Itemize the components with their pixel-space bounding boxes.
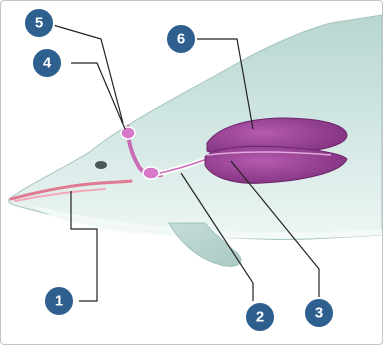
nasal-sac [121,127,135,139]
leader-line-5 [53,25,123,123]
callout-4: 4 [32,48,62,78]
callout-1-label: 1 [55,293,63,310]
callout-5: 5 [24,8,54,38]
callout-1: 1 [44,286,74,316]
callout-2-label: 2 [256,309,264,326]
callout-3: 3 [304,298,334,328]
callout-4-label: 4 [43,55,52,72]
callout-2: 2 [245,302,275,332]
larynx [143,167,159,179]
callout-3-label: 3 [315,305,323,322]
callout-6-label: 6 [177,31,185,48]
callout-6: 6 [166,24,196,54]
callout-5-label: 5 [35,15,43,32]
leader-line-4 [71,63,125,129]
eye [95,161,107,169]
